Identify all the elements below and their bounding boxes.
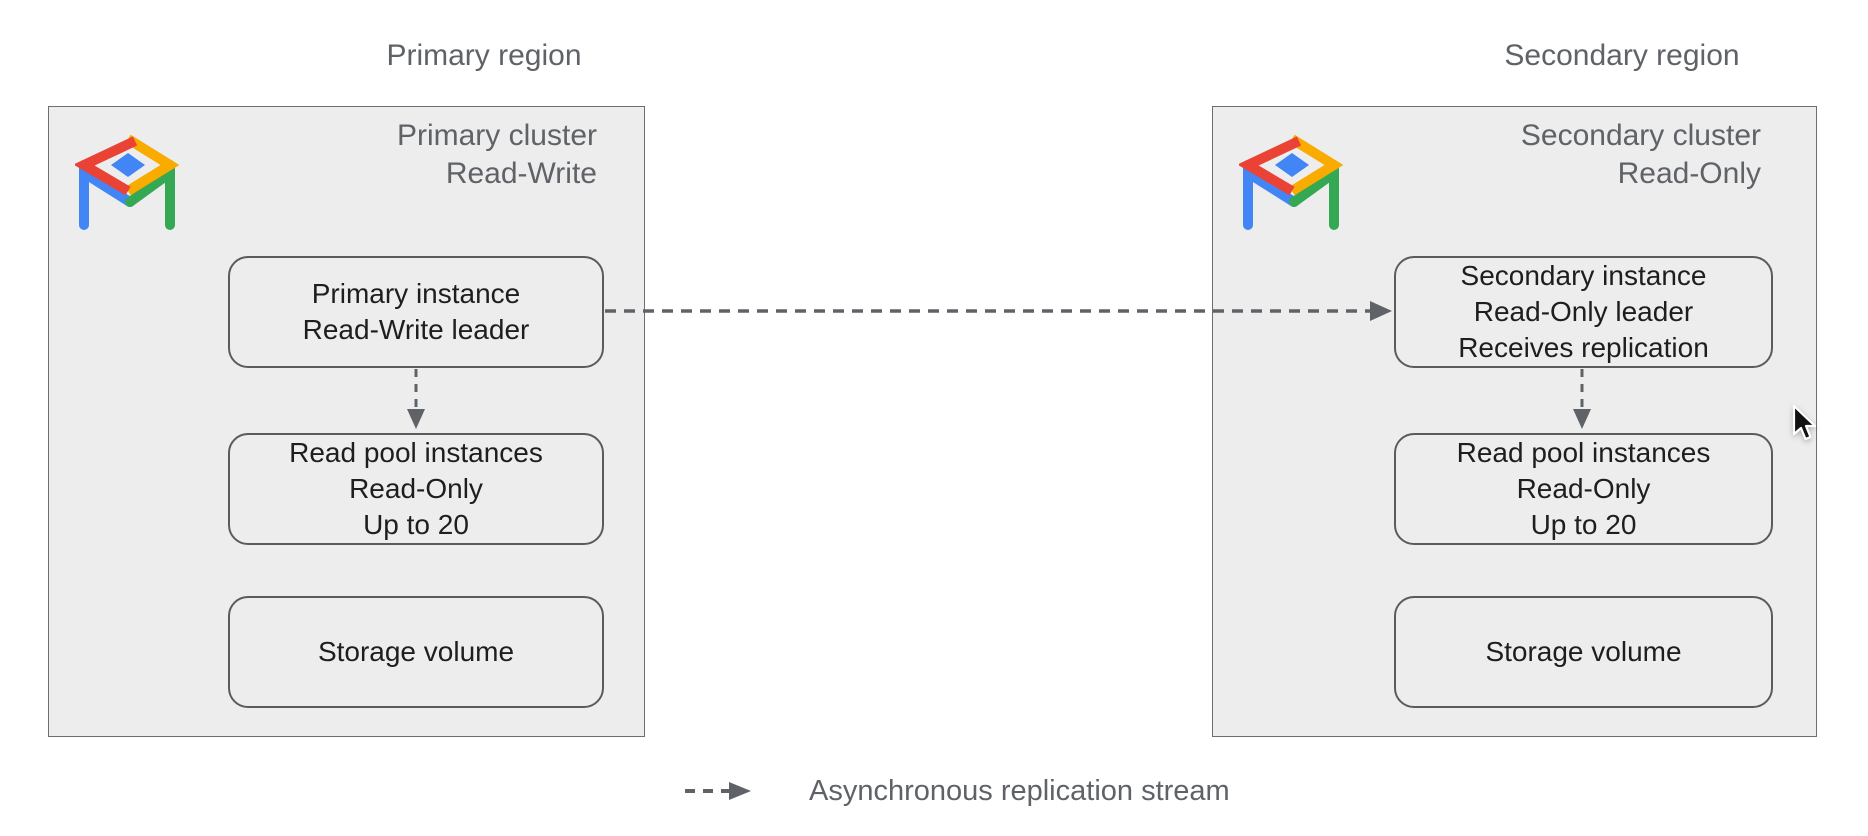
primary-cluster-box: Primary cluster Read-Write Primary insta…	[48, 106, 645, 737]
primary-read-pool-node: Read pool instances Read-Only Up to 20	[228, 433, 604, 545]
node-label-line: Storage volume	[317, 636, 515, 667]
legend-dashed-arrow-icon	[685, 782, 751, 800]
node-label-line: Receives replication	[1458, 332, 1709, 363]
secondary-cluster-box: Secondary cluster Read-Only Secondary in…	[1212, 106, 1817, 737]
node-label-line: Read-Write leader	[302, 314, 530, 345]
alloydb-icon	[75, 134, 179, 230]
alloydb-icon	[1239, 134, 1343, 230]
cluster-title-line: Read-Only	[1617, 157, 1761, 190]
node-label-line: Primary instance	[311, 278, 521, 309]
node-label-line: Storage volume	[1485, 636, 1682, 667]
node-label-line: Up to 20	[1530, 509, 1637, 540]
secondary-read-pool-node: Read pool instances Read-Only Up to 20	[1394, 433, 1773, 545]
node-label-line: Read-Only leader	[1473, 296, 1694, 327]
cluster-title-line: Primary cluster	[396, 119, 597, 152]
node-label-line: Read-Only	[1516, 473, 1651, 504]
node-label-line: Read pool instances	[289, 437, 543, 468]
primary-region-label: Primary region	[386, 39, 582, 72]
node-label-line: Read pool instances	[1456, 437, 1711, 468]
node-label-line: Secondary instance	[1460, 260, 1707, 291]
secondary-instance-node: Secondary instance Read-Only leader Rece…	[1394, 256, 1773, 368]
legend-label: Asynchronous replication stream	[809, 774, 1230, 807]
primary-storage-node: Storage volume	[228, 596, 604, 708]
secondary-storage-node: Storage volume	[1394, 596, 1773, 708]
mouse-cursor-icon	[1792, 404, 1817, 441]
secondary-region-label: Secondary region	[1504, 39, 1740, 72]
node-label-line: Read-Only	[349, 473, 483, 504]
primary-instance-node: Primary instance Read-Write leader	[228, 256, 604, 368]
cluster-title-line: Read-Write	[445, 157, 597, 190]
primary-cluster-title: Primary cluster Read-Write	[397, 117, 597, 193]
node-label-line: Up to 20	[363, 509, 469, 540]
cluster-title-line: Secondary cluster	[1520, 119, 1761, 152]
secondary-cluster-title: Secondary cluster Read-Only	[1521, 117, 1761, 193]
legend: Asynchronous replication stream	[683, 774, 1230, 808]
